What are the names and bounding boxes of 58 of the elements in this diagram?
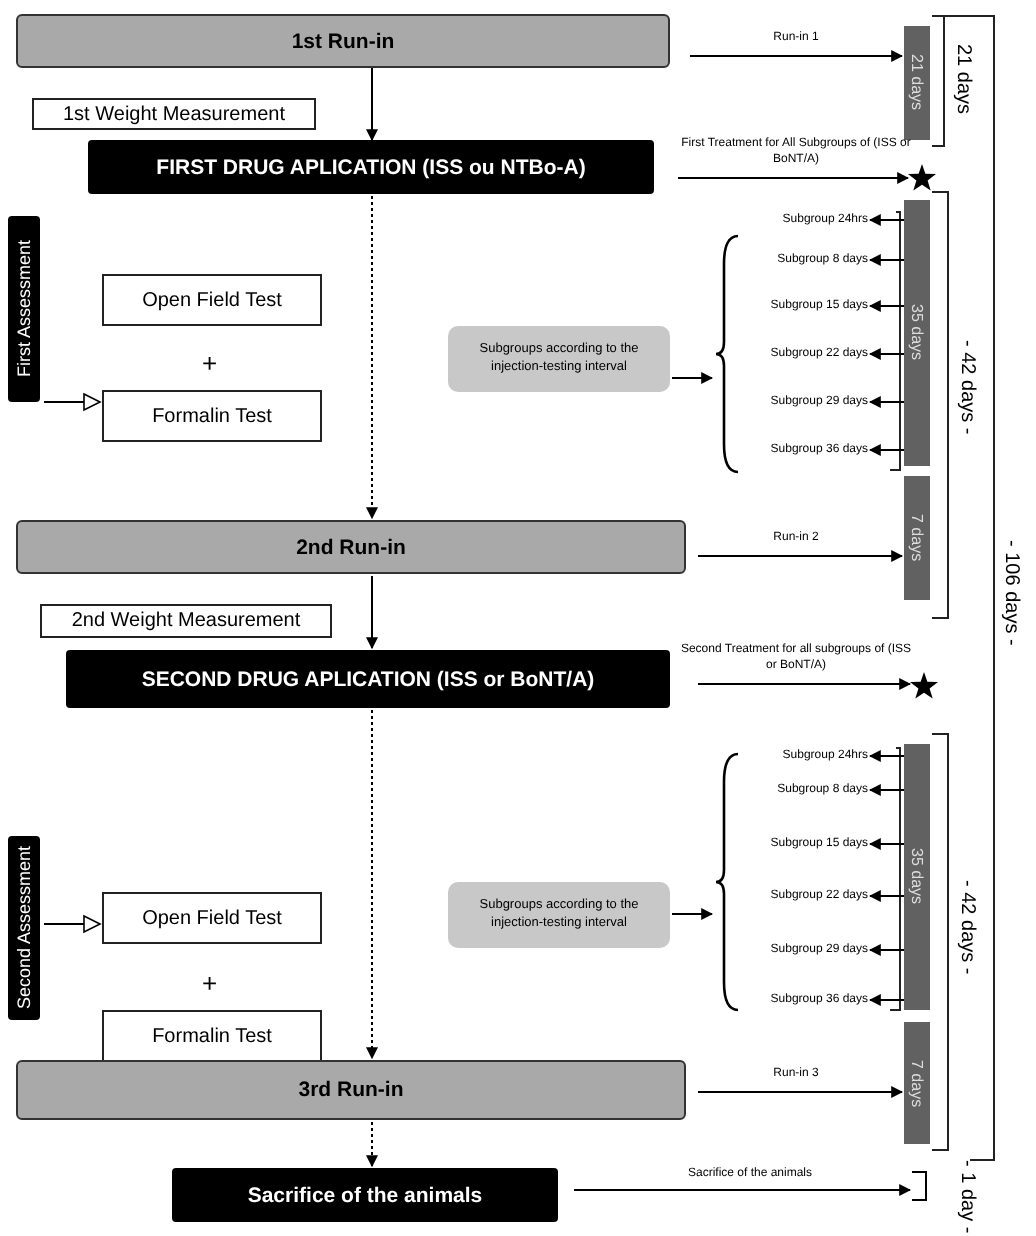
step-box: 1st Weight Measurement — [32, 98, 316, 130]
arrow — [366, 67, 378, 142]
duration-label: 21 days — [952, 44, 974, 115]
arrow — [43, 915, 101, 933]
drug-application-box: SECOND DRUG APLICATION (ISS or BoNT/A) — [66, 650, 670, 708]
duration-label: - 42 days - — [956, 340, 978, 435]
duration-bar: 7 days — [904, 476, 930, 600]
arrow — [366, 1121, 378, 1168]
arrow — [868, 784, 905, 796]
drug-application-box: FIRST DRUG APLICATION (ISS ou NTBo-A) — [88, 140, 654, 194]
duration-bar: 35 days — [904, 200, 930, 466]
duration-label: - 106 days - — [1000, 540, 1022, 646]
brace — [714, 234, 738, 474]
step-box: 2nd Weight Measurement — [40, 604, 332, 638]
bracket — [912, 1170, 928, 1202]
arrow — [868, 300, 905, 312]
arrow — [868, 444, 905, 456]
arrow — [366, 195, 378, 520]
arrow — [366, 575, 378, 650]
run-in-box: 1st Run-in — [16, 14, 670, 68]
duration-label: - 42 days - — [956, 880, 978, 975]
sacrifice-box: Sacrifice of the animals — [172, 1168, 558, 1222]
duration-bar: 7 days — [904, 1022, 930, 1144]
test-box: Open Field Test — [102, 274, 322, 326]
plus-sign: + — [202, 968, 218, 998]
test-box: Formalin Test — [102, 390, 322, 442]
arrow — [868, 944, 905, 956]
arrow — [868, 396, 905, 408]
arrow — [677, 172, 910, 184]
arrow — [573, 1184, 912, 1196]
arrow — [671, 372, 714, 384]
test-box: Formalin Test — [102, 1010, 322, 1062]
arrow — [697, 550, 904, 562]
arrow — [366, 709, 378, 1060]
arrow — [868, 890, 905, 902]
star-icon — [908, 164, 936, 192]
arrow — [671, 908, 714, 920]
arrow — [868, 254, 905, 266]
arrow — [868, 348, 905, 360]
duration-bar: 21 days — [904, 26, 930, 140]
run-in-box: 2nd Run-in — [16, 520, 686, 574]
arrow — [868, 750, 905, 762]
plus-sign: + — [202, 348, 218, 378]
arrow — [868, 214, 905, 226]
duration-bar: 35 days — [904, 744, 930, 1010]
arrow — [689, 50, 904, 62]
assessment-band: First Assessment — [8, 216, 40, 402]
assessment-band: Second Assessment — [8, 836, 40, 1020]
test-box: Open Field Test — [102, 892, 322, 944]
arrow — [43, 393, 101, 411]
run-in-box: 3rd Run-in — [16, 1060, 686, 1120]
arrow — [697, 678, 912, 690]
brace — [714, 752, 738, 1012]
duration-label: - 1 day - — [956, 1160, 978, 1234]
star-icon — [910, 672, 938, 700]
arrow — [868, 994, 905, 1006]
arrow — [868, 838, 905, 850]
arrow — [697, 1086, 904, 1098]
